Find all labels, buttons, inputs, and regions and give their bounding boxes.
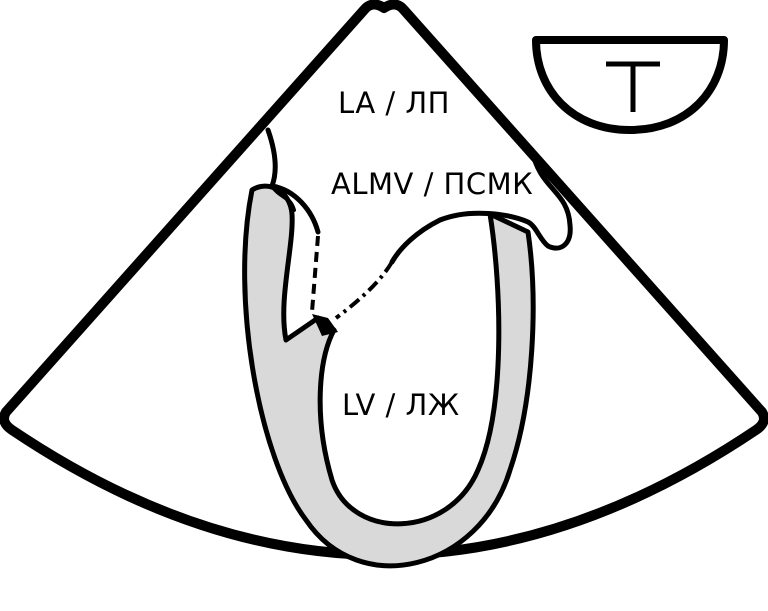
transducer-orientation-icon bbox=[532, 36, 728, 134]
label-left-atrium: LA / ЛП bbox=[338, 86, 450, 120]
lv-myocardium bbox=[242, 183, 536, 569]
leaflet-junction bbox=[312, 314, 338, 336]
anterior-mitral-leaflet bbox=[310, 235, 320, 313]
label-left-ventricle: LV / ЛЖ bbox=[342, 388, 460, 422]
la-septal-wall bbox=[270, 184, 296, 212]
posterior-mitral-leaflet bbox=[334, 260, 394, 320]
label-anterior-mitral-leaflet: ALMV / ПСМК bbox=[331, 167, 534, 201]
la-lateral-wall bbox=[389, 147, 573, 265]
